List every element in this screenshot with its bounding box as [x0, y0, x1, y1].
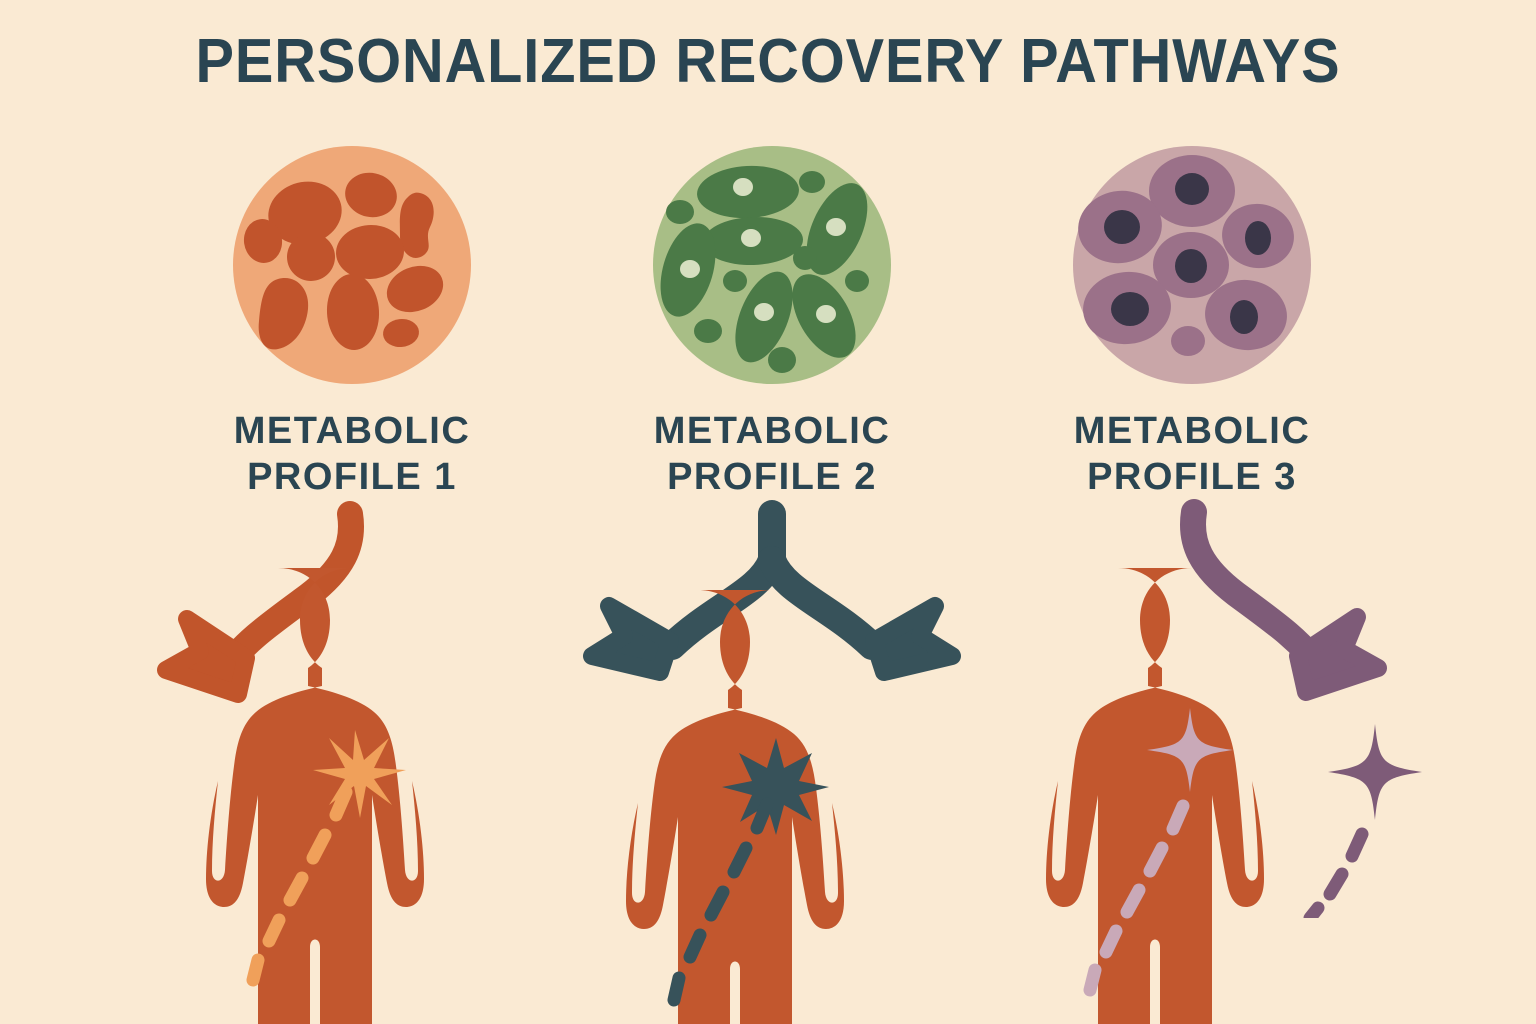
- marker-group-1: [313, 730, 406, 818]
- marker-group-2: [722, 738, 829, 835]
- dashed-path-icon-2: [667, 797, 774, 1007]
- human-body-silhouette-icon-1: [206, 568, 424, 1024]
- profile-label-line2: PROFILE 1: [247, 456, 457, 498]
- profile-label-3: METABOLIC PROFILE 3: [982, 408, 1402, 500]
- dashed-path-icon-external: [1303, 827, 1369, 918]
- dashed-path-icon-3: [1083, 799, 1190, 997]
- profile-label-line2: PROFILE 2: [667, 456, 877, 498]
- profile-label-line2: PROFILE 3: [1087, 456, 1297, 498]
- marker-group-3: [1147, 708, 1233, 792]
- curved-arrow-down-right-icon-3: [1180, 499, 1387, 701]
- dashed-path-icon-1: [246, 785, 353, 987]
- page-title: PERSONALIZED RECOVERY PATHWAYS: [195, 27, 1341, 96]
- profile-column-3: METABOLIC PROFILE 3: [982, 0, 1422, 1024]
- human-body-silhouette-icon-3: [1046, 568, 1264, 1024]
- profile-column-2: METABOLIC PROFILE 2: [562, 0, 982, 1024]
- external-marker-group-3: [1303, 724, 1422, 918]
- profile-label-2: METABOLIC PROFILE 2: [562, 408, 982, 500]
- profile-label-line1: METABOLIC: [233, 410, 471, 452]
- profile-label-line1: METABOLIC: [1073, 410, 1311, 452]
- human-body-silhouette-icon-2: [626, 590, 844, 1024]
- four-point-sparkle-icon-external: [1328, 724, 1422, 820]
- profile-column-1: METABOLIC PROFILE 1: [142, 0, 562, 1024]
- cell-sample-icon-2: [653, 146, 891, 384]
- cell-sample-icon-1: [233, 146, 471, 384]
- cell-sample-icon-3: [1073, 146, 1311, 384]
- profile-label-1: METABOLIC PROFILE 1: [142, 408, 562, 500]
- profile-label-line1: METABOLIC: [653, 410, 891, 452]
